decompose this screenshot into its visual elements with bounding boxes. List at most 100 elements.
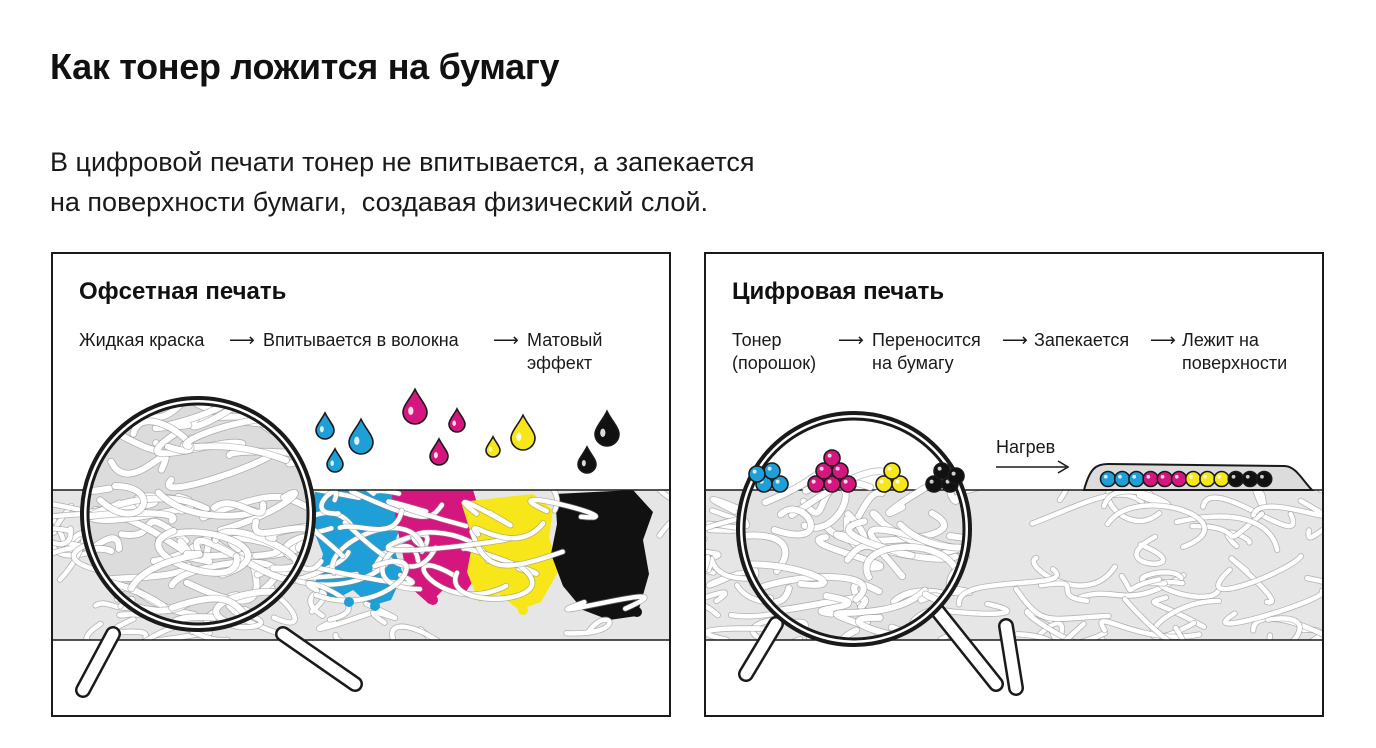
digital-printing-panel: Цифровая печать Тонер (порошок) ⟶ Перено… <box>704 252 1324 717</box>
paper-fiber <box>706 590 728 604</box>
toner-particle-highlight <box>937 466 942 471</box>
digital-arrow-1: ⟶ <box>838 330 864 351</box>
toner-particle-highlight <box>775 479 780 484</box>
toner-particle-highlight <box>1174 474 1179 479</box>
toner-particle-highlight <box>879 479 884 484</box>
toner-particle-highlight <box>827 479 832 484</box>
paper-fiber <box>744 561 827 588</box>
paper-fiber <box>1038 581 1090 603</box>
toner-particle-highlight <box>843 479 848 484</box>
offset-step-3-line-2: эффект <box>527 353 593 373</box>
toner-particle-highlight <box>1203 474 1208 479</box>
ink-drop-icon <box>448 407 466 433</box>
paper-fiber <box>1225 530 1252 549</box>
paper-fiber <box>165 453 272 491</box>
paper-fiber <box>97 483 147 517</box>
toner-particle-highlight <box>752 469 757 474</box>
digital-illustration <box>706 411 1322 696</box>
ink-drop-highlight <box>600 428 606 437</box>
paper-fiber <box>390 624 440 640</box>
paper-fiber <box>88 451 113 495</box>
ink-drop-icon <box>577 445 597 474</box>
paper-fiber <box>319 490 341 516</box>
toner-particle-highlight <box>887 466 892 471</box>
digital-step-4-line-1: Лежит на <box>1182 330 1259 350</box>
paper-fiber <box>1134 534 1166 566</box>
paper-fiber <box>53 502 90 514</box>
magnifier-icon <box>736 411 1024 696</box>
paper-fiber <box>53 511 82 519</box>
paper-fiber <box>316 611 373 631</box>
toner-particle-icon <box>1241 470 1259 488</box>
toner-particle-icon <box>823 449 841 467</box>
digital-step-1-line-1: Тонер <box>732 330 782 350</box>
ink-speck <box>518 605 528 615</box>
toner-particle-highlight <box>1118 474 1122 479</box>
ink-speck <box>428 595 438 605</box>
ink-drop-icon <box>348 417 374 455</box>
paper-fiber <box>155 528 240 576</box>
toner-particle-highlight <box>1146 474 1151 479</box>
paper-fiber <box>1105 503 1207 550</box>
paper-fiber <box>200 493 308 521</box>
digital-step-4: Лежит на поверхности <box>1182 329 1287 375</box>
toner-particle-highlight <box>1160 474 1165 479</box>
falling-ink-drops <box>315 387 620 474</box>
paper-fiber <box>1015 621 1086 640</box>
paper-fiber <box>1317 490 1322 494</box>
offset-printing-panel: Офсетная печать Жидкая краска ⟶ Впитывае… <box>51 252 671 717</box>
paper-fiber <box>88 562 192 595</box>
paper-fiber <box>128 550 203 592</box>
toner-particle-highlight <box>827 453 832 458</box>
paper-fiber <box>462 499 513 528</box>
paper-fiber <box>706 549 721 561</box>
paper-fiber <box>337 508 404 532</box>
paper-fiber <box>1252 490 1267 510</box>
paper-fiber <box>169 595 266 624</box>
toner-particle-icon <box>771 475 789 493</box>
toner-particle-icon <box>831 462 849 480</box>
toner-particle-icon <box>1255 470 1273 488</box>
fused-toner-particles <box>1099 470 1273 488</box>
toner-particle-icon <box>1113 470 1131 488</box>
ink-speck <box>632 607 642 617</box>
digital-step-1: Тонер (порошок) <box>732 329 816 375</box>
paper-fiber <box>863 638 939 639</box>
paper-fiber <box>1265 616 1302 640</box>
toner-particle-highlight <box>895 479 900 484</box>
page-subtitle: В цифровой печати тонер не впитывается, … <box>50 142 755 222</box>
toner-particle-highlight <box>819 466 824 471</box>
paper-fiber <box>84 621 212 640</box>
ink-drop-icon <box>315 411 335 440</box>
subtitle-line-1: В цифровой печати тонер не впитывается, … <box>50 147 755 177</box>
toner-particle-icon <box>1142 470 1159 488</box>
paper-fiber <box>212 528 300 572</box>
paper-fiber <box>528 497 598 520</box>
paper-fiber <box>110 616 149 640</box>
toner-particle-highlight <box>1189 474 1193 479</box>
ink-drop-icon <box>429 437 449 466</box>
paper-fiber <box>818 593 852 617</box>
digital-step-1-line-2: (порошок) <box>732 353 817 373</box>
paper-fiber <box>330 525 425 576</box>
ink-drop-highlight <box>433 451 438 459</box>
digital-panel-title: Цифровая печать <box>732 278 945 305</box>
paper-fiber <box>421 563 509 597</box>
paper-fiber <box>1013 586 1111 622</box>
offset-step-1: Жидкая краска <box>79 329 204 352</box>
paper-fiber <box>170 614 251 624</box>
paper-fiber <box>306 581 351 622</box>
paper-fiber <box>88 510 177 538</box>
toner-particle-highlight <box>951 471 956 476</box>
toner-particle-highlight <box>929 479 934 484</box>
toner-particle-icon <box>883 462 901 480</box>
heat-label: Нагрев <box>996 437 1056 457</box>
toner-particle-highlight <box>1245 474 1250 479</box>
paper-fiber <box>771 506 814 538</box>
paper-fiber <box>385 535 514 553</box>
toner-powder-piles <box>748 449 965 493</box>
toner-particle-icon <box>1099 470 1117 488</box>
paper-fiber <box>211 500 267 516</box>
paper-fiber <box>1119 573 1162 593</box>
paper-fiber <box>897 513 964 551</box>
